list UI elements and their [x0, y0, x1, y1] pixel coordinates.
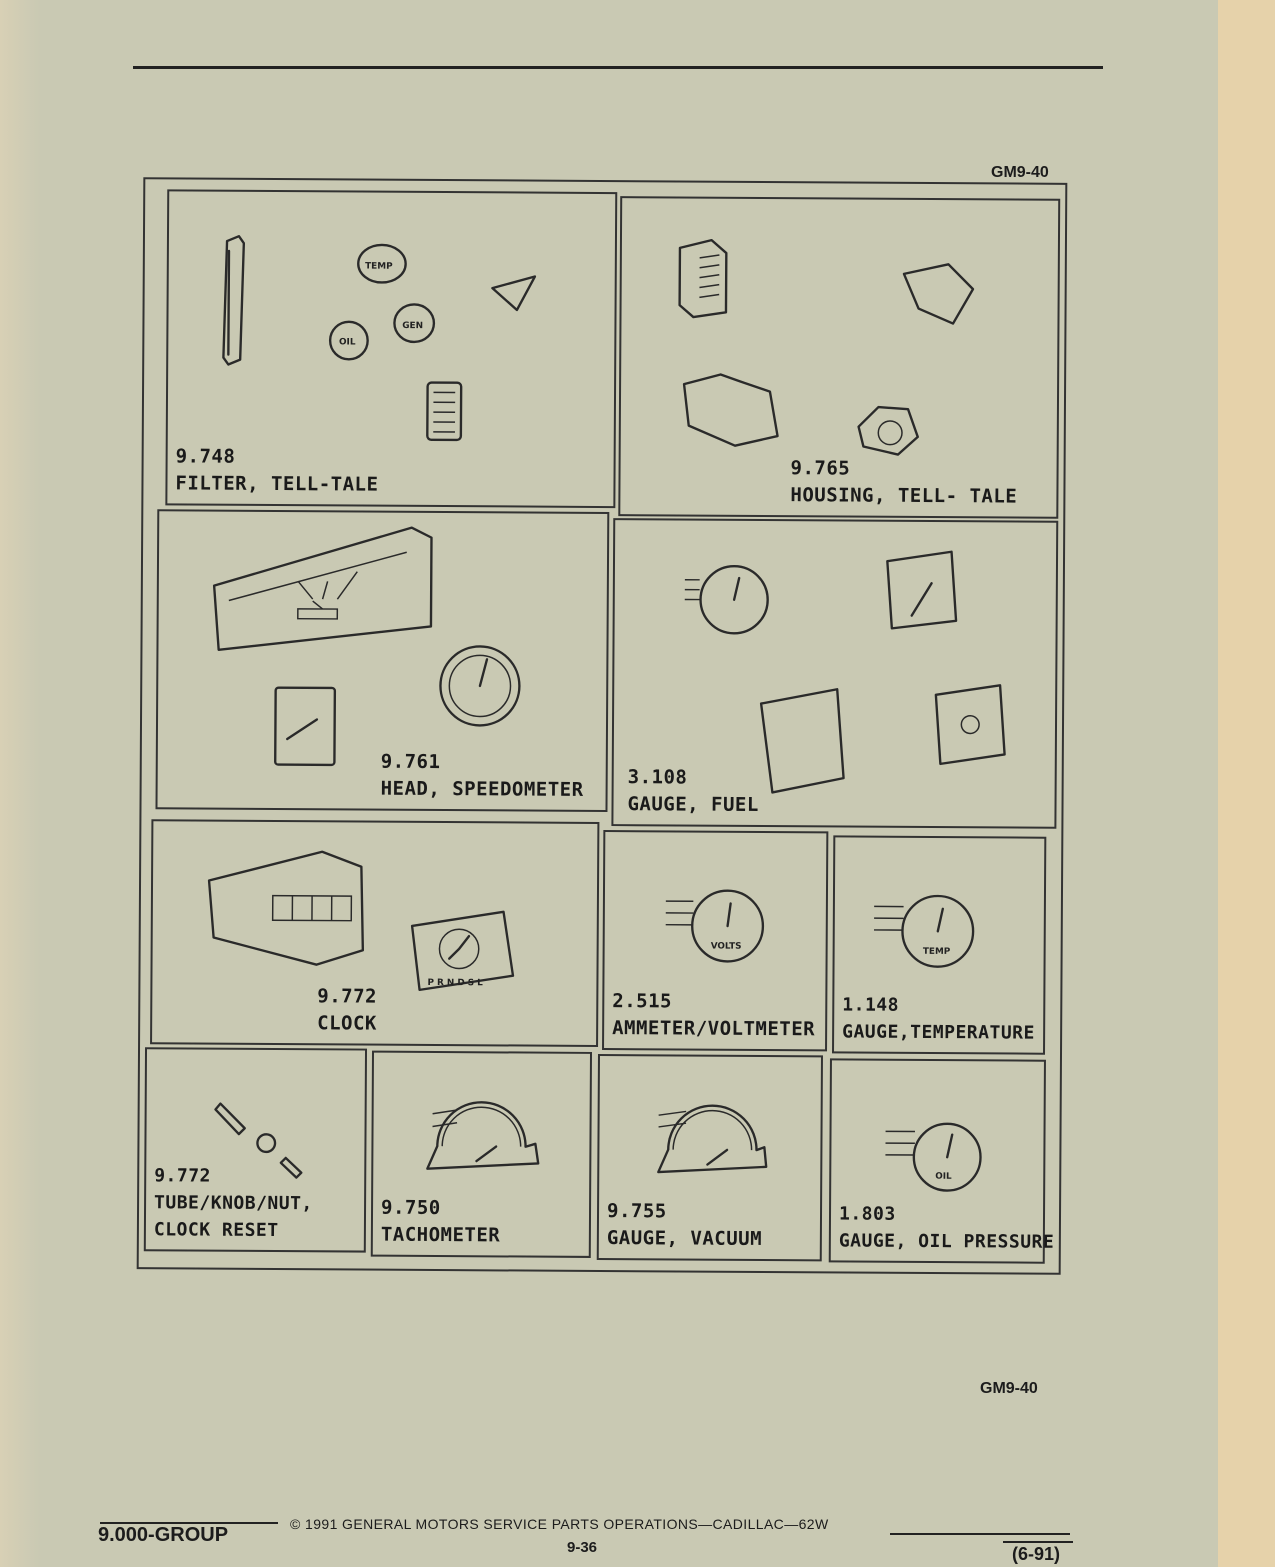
part-name: FILTER, TELL-TALE [175, 472, 379, 496]
part-name: AMMETER/VOLTMETER [612, 1017, 816, 1041]
gen-lens-text: GEN [402, 321, 423, 331]
footer-date-rule [1003, 1541, 1073, 1543]
part-number: 9.765 [790, 457, 851, 480]
part-number: 1.148 [842, 994, 900, 1016]
part-name-line2: CLOCK RESET [153, 1219, 279, 1242]
part-number: 9.755 [606, 1200, 667, 1223]
cell-label: 9.765 HOUSING, TELL- TALE [790, 455, 1017, 510]
part-number: 9.772 [154, 1165, 211, 1187]
header-rule [133, 66, 1103, 69]
part-number: 9.772 [317, 985, 378, 1008]
fuel-gauge-illustration [684, 550, 1006, 794]
cell-label: 3.108 GAUGE, FUEL [627, 764, 759, 819]
cell-head-speedometer: 9.761 HEAD, SPEEDOMETER [155, 509, 610, 813]
parts-grid: TEMP OIL GEN 9.748 FILTER, TELL-TALE 9.7… [136, 177, 1068, 1275]
part-number: 3.108 [627, 766, 688, 789]
cell-clock: P R N D S L 9.772 CLOCK [150, 819, 600, 1047]
temperature-gauge-illustration: TEMP [874, 894, 975, 968]
part-name: HOUSING, TELL- TALE [790, 484, 1018, 508]
footer-page-number: 9-36 [567, 1539, 598, 1556]
part-name: TUBE/KNOB/NUT, [154, 1192, 313, 1215]
cell-label: 1.148 GAUGE,TEMPERATURE [842, 991, 1035, 1046]
cell-ammeter-voltmeter: VOLTS 2.515 AMMETER/VOLTMETER [602, 830, 829, 1052]
part-number: 9.761 [380, 750, 441, 774]
cell-tube-knob-nut: 9.772 TUBE/KNOB/NUT, CLOCK RESET [143, 1047, 368, 1253]
scan-edge-left [0, 0, 40, 1567]
figure-code-bottom: GM9-40 [980, 1380, 1038, 1397]
oil-pressure-gauge-illustration: OIL [885, 1122, 982, 1192]
cell-gauge-temperature: TEMP 1.148 GAUGE,TEMPERATURE [832, 835, 1047, 1055]
cell-tachometer: 9.750 TACHOMETER [370, 1050, 593, 1258]
part-name: TACHOMETER [380, 1223, 501, 1247]
cell-label: 1.803 GAUGE, OIL PRESSURE [839, 1200, 1055, 1255]
cell-label: 9.755 GAUGE, VACUUM [607, 1198, 763, 1253]
vacuum-gauge-illustration [657, 1104, 768, 1174]
volts-text: VOLTS [711, 942, 742, 952]
footer-rule-right [890, 1533, 1070, 1535]
footer-rule-left [100, 1522, 278, 1524]
part-name: HEAD, SPEEDOMETER [380, 777, 584, 801]
part-name: GAUGE, OIL PRESSURE [838, 1230, 1055, 1253]
cell-gauge-oil-pressure: OIL 1.803 GAUGE, OIL PRESSURE [828, 1058, 1054, 1264]
part-number: 1.803 [838, 1203, 896, 1225]
footer-copyright: © 1991 GENERAL MOTORS SERVICE PARTS OPER… [290, 1516, 829, 1532]
voltmeter-illustration: VOLTS [665, 889, 765, 963]
footer-group: 9.000-GROUP [98, 1524, 229, 1546]
temp-gauge-text: TEMP [923, 947, 951, 957]
filter-tell-tale-illustration: TEMP OIL GEN [222, 235, 537, 442]
oil-lens-text: OIL [339, 337, 356, 347]
cell-gauge-vacuum: 9.755 GAUGE, VACUUM [596, 1053, 823, 1262]
part-number: 2.515 [612, 990, 673, 1013]
oil-gauge-text: OIL [935, 1172, 952, 1182]
clock-reset-parts-illustration [214, 1102, 303, 1179]
housing-tell-tale-illustration [678, 238, 975, 456]
part-name: GAUGE,TEMPERATURE [842, 1021, 1035, 1044]
tachometer-illustration [426, 1101, 540, 1170]
prndsl-text: P R N D S L [427, 978, 483, 988]
cell-gauge-fuel: 3.108 GAUGE, FUEL [611, 518, 1059, 829]
footer-date: (6-91) [1012, 1544, 1061, 1564]
cell-label: 9.772 CLOCK [317, 983, 377, 1037]
clock-illustration: P R N D S L [207, 850, 515, 992]
cell-housing-tell-tale: 9.765 HOUSING, TELL- TALE [618, 196, 1061, 519]
cell-label: 9.772 TUBE/KNOB/NUT, CLOCK RESET [154, 1162, 313, 1244]
figure-code-top: GM9-40 [991, 164, 1049, 181]
part-name: CLOCK [317, 1012, 377, 1035]
speedometer-illustration [212, 526, 521, 767]
part-number: 9.750 [380, 1196, 441, 1220]
part-number: 9.748 [175, 445, 236, 468]
cell-label: 9.761 HEAD, SPEEDOMETER [381, 749, 584, 804]
cell-label: 9.750 TACHOMETER [381, 1195, 501, 1250]
cell-label: 2.515 AMMETER/VOLTMETER [612, 988, 815, 1043]
part-name: GAUGE, FUEL [627, 793, 759, 816]
part-name: GAUGE, VACUUM [606, 1227, 763, 1250]
scan-edge-right [1218, 0, 1275, 1567]
temp-lens-text: TEMP [365, 262, 393, 272]
cell-filter-tell-tale: TEMP OIL GEN 9.748 FILTER, TELL-TALE [165, 189, 618, 509]
cell-label: 9.748 FILTER, TELL-TALE [175, 443, 378, 498]
